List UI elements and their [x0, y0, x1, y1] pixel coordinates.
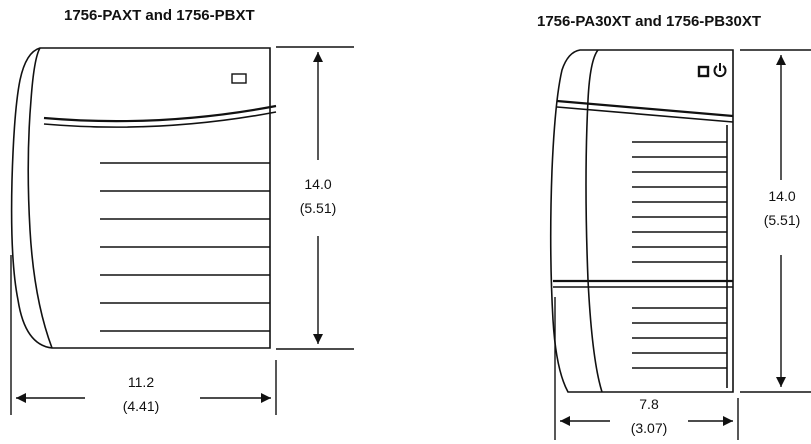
right-status-indicators	[697, 63, 727, 78]
left-diagram-title: 1756-PAXT and 1756-PBXT	[64, 7, 255, 24]
left-height-dimension	[276, 46, 354, 350]
left-width-label: 11.2 (4.41)	[110, 370, 172, 418]
right-vent-lines-upper	[632, 141, 727, 263]
left-width-unit: (4.41)	[122, 398, 160, 414]
right-height-label: 14.0 (5.51)	[754, 184, 810, 232]
right-height-dimension	[740, 49, 811, 393]
right-led-indicator	[697, 65, 710, 78]
left-power-supply-outline	[10, 47, 277, 349]
right-width-label: 7.8 (3.07)	[618, 392, 680, 440]
right-width-dimension	[554, 297, 739, 440]
right-vent-lines-lower	[632, 307, 727, 369]
left-width-value: 11.2	[127, 374, 155, 390]
right-diagram-title: 1756-PA30XT and 1756-PB30XT	[537, 13, 761, 30]
right-height-unit: (5.51)	[763, 212, 801, 228]
power-icon	[713, 63, 727, 78]
right-width-unit: (3.07)	[630, 420, 668, 436]
left-width-dimension	[10, 255, 277, 415]
left-vent-lines	[100, 162, 270, 332]
left-height-value: 14.0	[304, 176, 332, 192]
right-height-value: 14.0	[768, 188, 796, 204]
right-power-supply-outline	[549, 49, 734, 393]
right-width-value: 7.8	[639, 396, 659, 412]
left-height-label: 14.0 (5.51)	[290, 172, 346, 220]
left-height-unit: (5.51)	[299, 200, 337, 216]
left-status-indicator	[231, 73, 247, 84]
